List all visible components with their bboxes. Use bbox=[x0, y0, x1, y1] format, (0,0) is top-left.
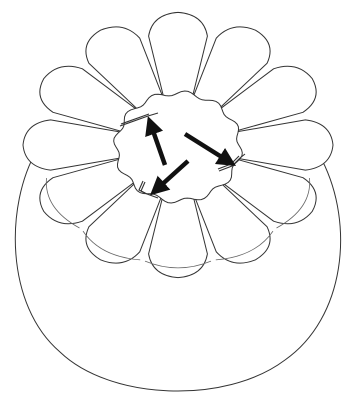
diagram-canvas bbox=[0, 0, 353, 408]
flower-diagram bbox=[0, 0, 353, 408]
